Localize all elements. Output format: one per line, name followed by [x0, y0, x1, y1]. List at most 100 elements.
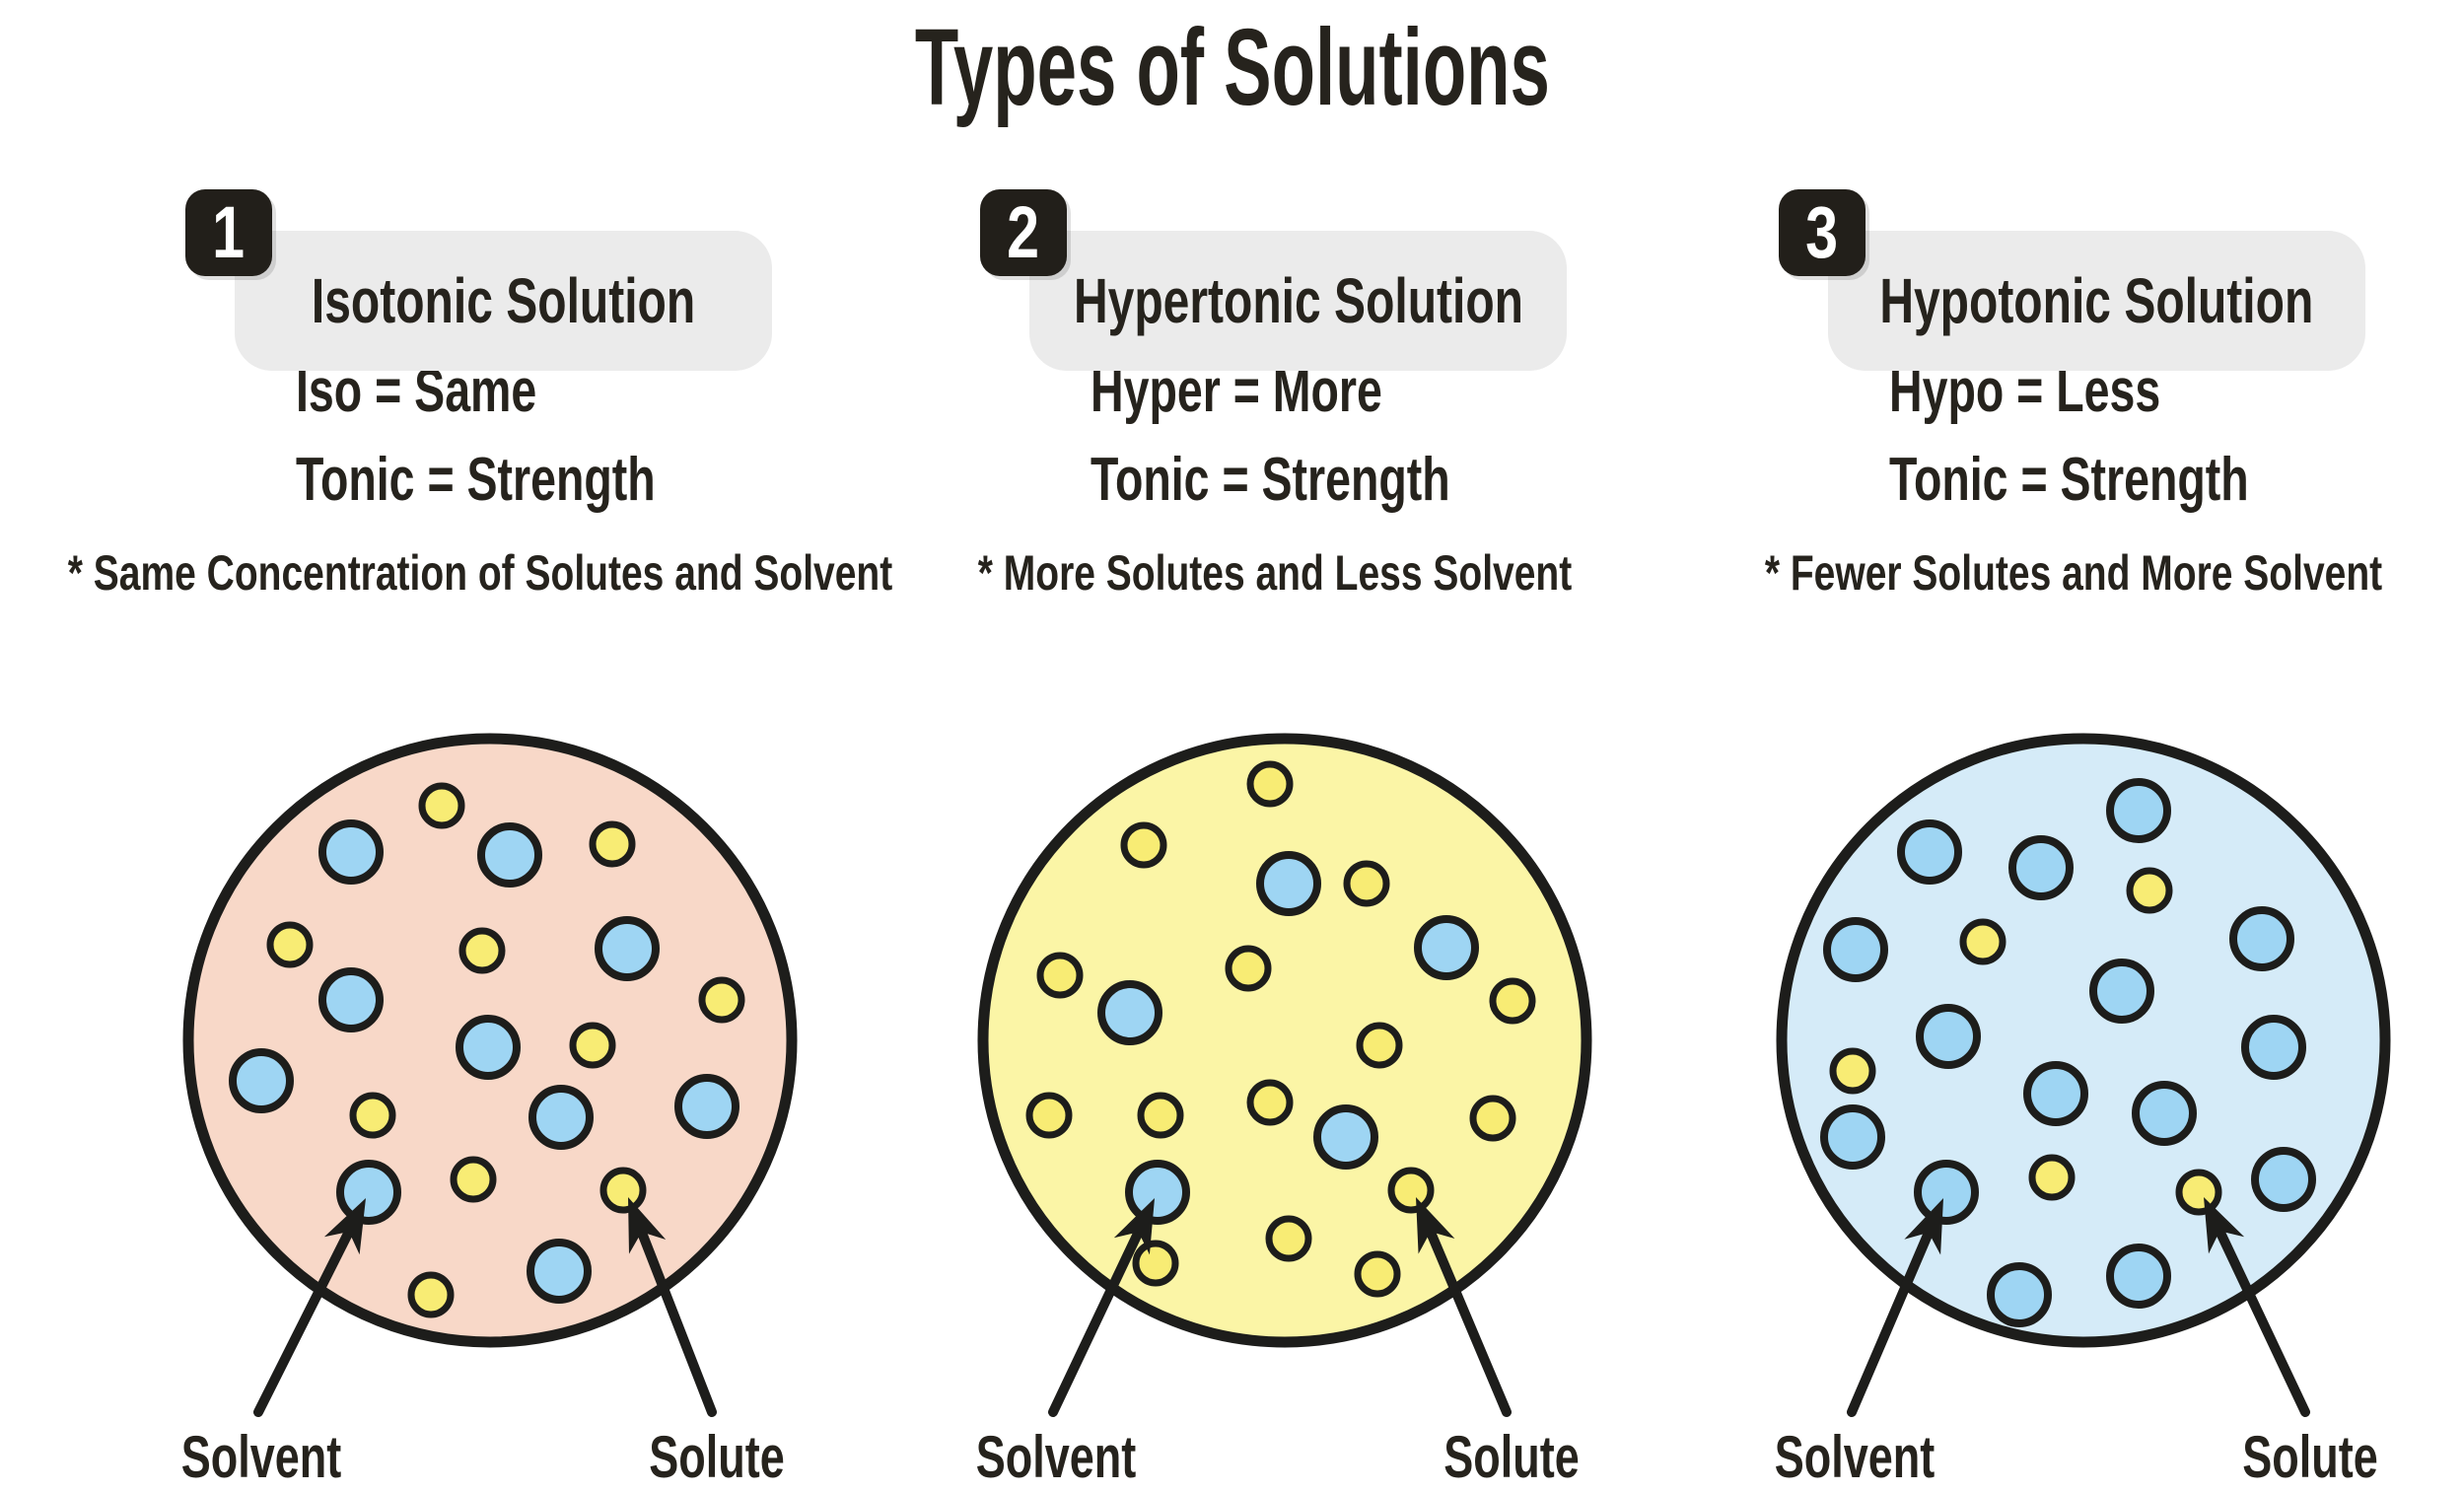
- solvent-dot: [318, 967, 384, 1032]
- footnote: * Same Concentration of Solutes and Solv…: [67, 545, 892, 601]
- heading-pill: Isotonic Solution: [235, 231, 772, 371]
- solute-dot: [589, 820, 636, 868]
- solvent-dot: [2229, 906, 2294, 971]
- solvent-dot: [1823, 917, 1888, 982]
- panel-heading: Hypertonic Solution: [1073, 265, 1523, 336]
- solute-dot: [1120, 821, 1167, 869]
- solvent-dot: [1916, 1004, 1981, 1069]
- solute-arrowhead: [1416, 1197, 1455, 1254]
- solvent-dot: [456, 1015, 521, 1080]
- solute-dot: [458, 927, 506, 974]
- solvent-dot: [2089, 959, 2154, 1024]
- solute-dot: [418, 782, 465, 829]
- panel-hypotonic: 3 Hypotonic Solution Hypo = Less Tonic =…: [1593, 0, 2415, 1493]
- solution-circle-diagram: [1776, 733, 2391, 1417]
- solute-dot: [2126, 867, 2173, 914]
- solvent-dot: [336, 1160, 401, 1225]
- solvent-dot: [2023, 1061, 2088, 1126]
- solvent-arrow-line: [1847, 1227, 1935, 1417]
- definition-line: Tonic = Strength: [296, 446, 656, 514]
- solute-dot: [1265, 1215, 1312, 1262]
- solvent-arrow-line: [1048, 1227, 1144, 1417]
- definition-line: Tonic = Strength: [1889, 446, 2249, 514]
- solute-arrowhead: [628, 1197, 667, 1254]
- solute-arrow-line: [1425, 1227, 1512, 1417]
- solvent-dot: [229, 1048, 294, 1113]
- solute-label: Solute: [649, 1424, 785, 1490]
- solvent-dot: [1820, 1104, 1885, 1170]
- solute-dot: [1489, 977, 1536, 1025]
- definition-lines: Hyper = More Tonic = Strength: [1091, 347, 1570, 525]
- solute-arrow-line: [2215, 1226, 2310, 1417]
- solvent-dot: [1313, 1104, 1378, 1170]
- solvent-dot: [527, 1239, 592, 1304]
- solute-dot: [1829, 1047, 1876, 1095]
- panel-isotonic: 1 Isotonic Solution Iso = Same Tonic = S…: [0, 0, 892, 1493]
- solvent-dot: [674, 1074, 739, 1139]
- solvent-dot: [1097, 980, 1162, 1045]
- definition-lines: Hypo = Less Tonic = Strength: [1889, 347, 2368, 525]
- solute-dot: [266, 921, 314, 968]
- solvent-arrowhead: [1904, 1198, 1943, 1255]
- solvent-dot: [1414, 915, 1479, 980]
- solvent-dot: [1914, 1160, 1979, 1225]
- solute-dot: [1225, 945, 1272, 992]
- panel-heading: Isotonic Solution: [311, 265, 696, 336]
- solvent-dot: [528, 1085, 594, 1150]
- solvent-dot: [2132, 1081, 2197, 1146]
- badge-number: 3: [1805, 191, 1839, 273]
- solvent-label: Solvent: [180, 1424, 342, 1490]
- solute-dot: [407, 1271, 455, 1318]
- heading-pill: Hypertonic Solution: [1029, 231, 1567, 371]
- solvent-dot: [2241, 1015, 2306, 1080]
- solute-dot: [450, 1156, 497, 1203]
- solute-label: Solute: [2242, 1424, 2378, 1490]
- solute-dot: [1387, 1167, 1435, 1214]
- solute-dot: [1959, 918, 2006, 965]
- panel-hypertonic: 2 Hypertonic Solution Hyper = More Tonic…: [795, 0, 1616, 1493]
- solute-arrowhead: [2204, 1197, 2245, 1254]
- solute-dot: [698, 976, 745, 1024]
- solute-dot: [1343, 860, 1390, 907]
- badge-number: 2: [1007, 191, 1040, 273]
- number-badge: 2: [980, 189, 1067, 276]
- page-title: Types of Solutions: [914, 7, 1550, 128]
- solvent-label: Solvent: [1774, 1424, 1936, 1490]
- solvent-label: Solvent: [975, 1424, 1137, 1490]
- solvent-arrowhead: [323, 1198, 366, 1255]
- panel-heading: Hypotonic Solution: [1879, 265, 2314, 336]
- solvent-dot: [1125, 1160, 1190, 1225]
- solvent-dot: [2106, 778, 2171, 843]
- solute-dot: [1036, 952, 1084, 999]
- solution-circle-diagram: [182, 733, 798, 1417]
- number-badge: 3: [1779, 189, 1866, 276]
- footnote: * More Solutes and Less Solvent: [977, 545, 1572, 601]
- solute-dot: [1246, 760, 1294, 808]
- solute-dot: [599, 1167, 647, 1214]
- definition-lines: Iso = Same Tonic = Strength: [296, 347, 775, 525]
- solute-dot: [1246, 1079, 1294, 1126]
- definition-line: Tonic = Strength: [1091, 446, 1450, 514]
- solute-dot: [1354, 1250, 1401, 1298]
- solvent-arrowhead: [1113, 1198, 1155, 1255]
- solvent-dot: [1256, 851, 1321, 916]
- solution-circle-diagram: [977, 733, 1592, 1417]
- solvent-dot: [2251, 1147, 2316, 1212]
- solute-dot: [1469, 1095, 1516, 1142]
- badge-number: 1: [212, 191, 246, 273]
- solute-dot: [1356, 1022, 1403, 1069]
- solute-dot: [1132, 1240, 1179, 1287]
- solute-label: Solute: [1443, 1424, 1580, 1490]
- solvent-dot: [2008, 835, 2074, 900]
- solute-dot: [1025, 1092, 1073, 1139]
- solute-arrow-line: [636, 1227, 717, 1417]
- solvent-dot: [477, 822, 542, 888]
- solute-dot: [1137, 1092, 1184, 1139]
- solute-dot: [349, 1092, 396, 1139]
- solute-dot: [2028, 1154, 2076, 1201]
- solvent-dot: [1987, 1262, 2052, 1327]
- number-badge: 1: [185, 189, 272, 276]
- solvent-dot: [318, 819, 384, 885]
- solvent-dot: [595, 916, 660, 981]
